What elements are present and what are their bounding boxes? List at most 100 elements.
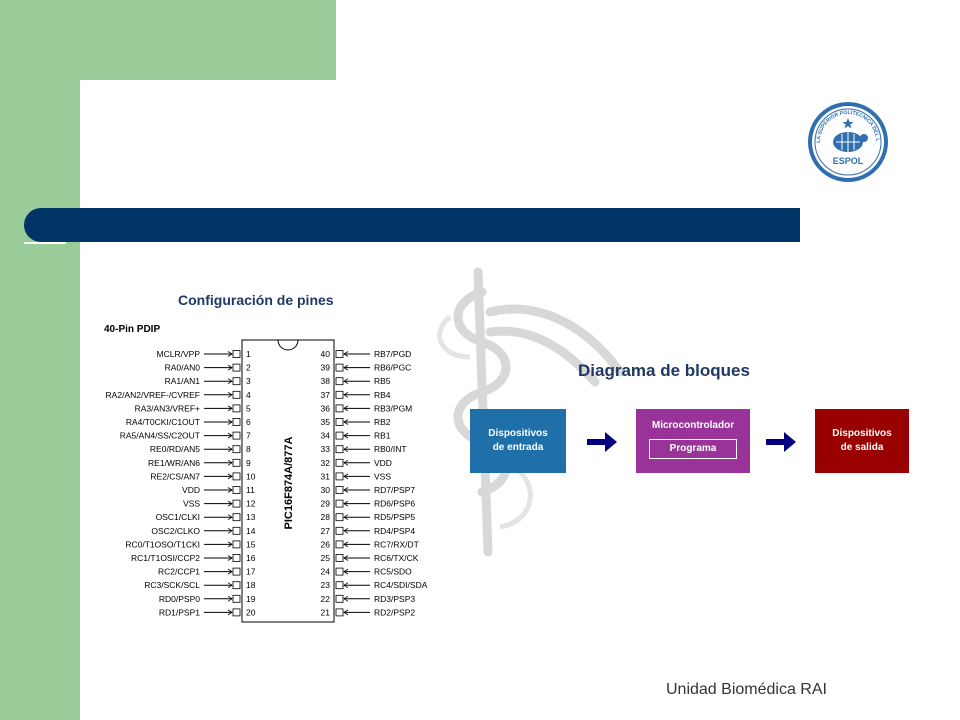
- pin-number: 7: [246, 431, 251, 441]
- pin-pad: [335, 581, 344, 590]
- pin-number: 6: [246, 417, 251, 427]
- pin-arrow-icon: [343, 405, 349, 412]
- pin-number: 19: [246, 594, 256, 604]
- pin-number: 34: [321, 431, 331, 441]
- pin-number: 21: [321, 607, 331, 617]
- pin-label: RB3/PGM: [374, 403, 412, 413]
- pin-pad: [232, 472, 241, 481]
- pin-pad: [232, 554, 241, 562]
- espol-logo-icon: ESCUELA SUPERIOR POLITECNICA DEL LITORAL…: [806, 100, 888, 182]
- pin-label: VSS: [183, 499, 200, 509]
- pin-pad: [335, 486, 344, 494]
- pin-arrow-icon: [343, 514, 349, 521]
- pin-pad: [335, 350, 344, 358]
- pin-number: 36: [321, 403, 331, 413]
- pin-pad: [232, 404, 241, 413]
- pin-label: OSC2/CLKO: [151, 526, 200, 536]
- pin-arrow-icon: [343, 446, 349, 453]
- footer-label: Unidad Biomédica RAI: [666, 681, 827, 698]
- pin-pad: [232, 526, 241, 535]
- pin-pad: [335, 472, 344, 481]
- pin-number: 28: [321, 512, 331, 522]
- pin-label: RC7/RX/DT: [374, 539, 419, 549]
- pin-number: 37: [321, 390, 331, 400]
- green-top-band: [0, 0, 336, 80]
- pin-arrow-icon: [227, 527, 233, 534]
- pin-number: 14: [246, 526, 256, 536]
- pin-number: 13: [246, 512, 256, 522]
- left-pin-row: RA5/AN4/SS/C2OUT 7: [120, 431, 251, 441]
- pin-arrow-icon: [343, 419, 349, 425]
- pin-pad: [232, 350, 241, 358]
- input-devices-block: Dispositivos de entrada: [470, 409, 566, 473]
- pin-label: RE1/WR/AN6: [148, 458, 200, 468]
- pin-label: RD0/PSP0: [159, 594, 200, 604]
- pin-label: OSC1/CLKI: [156, 512, 200, 522]
- pin-number: 10: [246, 471, 256, 481]
- pin-arrow-icon: [343, 432, 349, 439]
- pin-arrow-icon: [343, 351, 349, 357]
- pin-label: RC3/SCK/SCL: [144, 580, 200, 590]
- pin-label: RC1/T1OSI/CCP2: [131, 553, 200, 563]
- pin-pad: [335, 363, 344, 372]
- pin-arrow-icon: [227, 405, 233, 412]
- pin-label: RB0/INT: [374, 444, 407, 454]
- title-bar-notch: [24, 242, 66, 244]
- pin-pad: [335, 567, 344, 576]
- pin-config-title: Configuración de pines: [178, 292, 334, 308]
- pin-pad: [335, 554, 344, 562]
- pin-label: RD5/PSP5: [374, 512, 415, 522]
- pin-pad: [335, 526, 344, 535]
- pin-pad: [335, 418, 344, 426]
- pin-pad: [232, 377, 241, 386]
- pin-pad: [232, 418, 241, 426]
- pin-label: RC2/CCP1: [158, 567, 200, 577]
- arrow-right-icon: [587, 432, 617, 452]
- pin-number: 40: [321, 349, 331, 359]
- pin-arrow-icon: [343, 582, 349, 589]
- pin-label: VDD: [374, 458, 392, 468]
- pin-pad: [232, 486, 241, 494]
- pin-number: 33: [321, 444, 331, 454]
- logo-acronym: ESPOL: [833, 156, 864, 166]
- pin-arrow-icon: [227, 609, 233, 616]
- pin-label: MCLR/VPP: [157, 349, 201, 359]
- pin-label: RA5/AN4/SS/C2OUT: [120, 431, 200, 441]
- pin-arrow-icon: [227, 459, 233, 466]
- pin-label: RC6/TX/CK: [374, 553, 419, 563]
- pin-label: RA0/AN0: [165, 363, 201, 373]
- pin-number: 4: [246, 390, 251, 400]
- pin-pad: [232, 363, 241, 372]
- pin-number: 18: [246, 580, 256, 590]
- pin-number: 20: [246, 607, 256, 617]
- left-pin-row: OSC1/CLKI 13: [156, 512, 256, 522]
- pin-number: 27: [321, 526, 331, 536]
- pin-pad: [335, 445, 344, 454]
- input-block-line2: de entrada: [492, 442, 544, 453]
- pin-pad: [335, 431, 344, 440]
- pin-pad: [232, 431, 241, 440]
- pin-number: 23: [321, 580, 331, 590]
- pin-label: RD1/PSP1: [159, 607, 200, 617]
- pin-pad: [232, 540, 241, 549]
- pin-arrow-icon: [343, 609, 349, 616]
- pin-label: RB2: [374, 417, 391, 427]
- pin-label: RC0/T1OSO/T1CKI: [125, 539, 200, 549]
- chip-notch: [277, 339, 299, 351]
- pin-number: 16: [246, 553, 256, 563]
- pin-number: 35: [321, 417, 331, 427]
- pin-label: RE0/RD/AN5: [150, 444, 200, 454]
- pin-number: 39: [321, 363, 331, 373]
